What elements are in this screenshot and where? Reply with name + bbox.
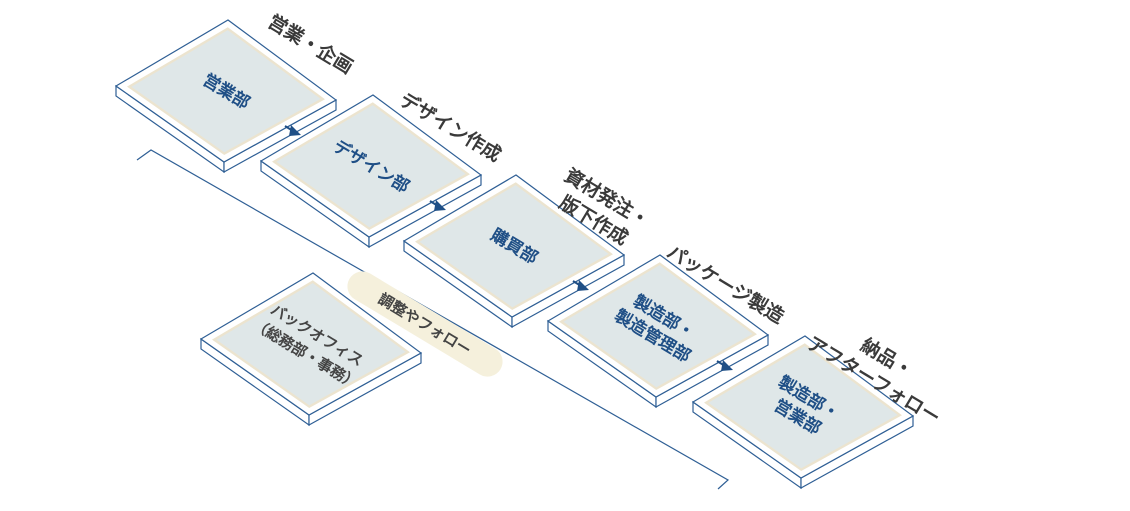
dept-box-purchasing	[402, 174, 626, 329]
box-face	[563, 265, 753, 388]
flow-arrow	[429, 200, 446, 211]
flow-arrow-head	[577, 280, 589, 291]
flow-arrow	[572, 280, 589, 291]
flow-arrow-head	[434, 200, 446, 211]
flow-arrow	[284, 125, 301, 136]
dept-box-design	[259, 94, 483, 249]
box-layer	[114, 19, 915, 490]
box-face	[276, 105, 466, 228]
connector-layer	[136, 149, 730, 490]
back-office-connector	[136, 149, 730, 490]
box-face	[216, 283, 406, 406]
flow-arrow-head	[289, 125, 301, 136]
follow-badge-bg	[347, 271, 503, 377]
box-face	[708, 346, 898, 469]
box-face	[419, 185, 609, 308]
flow-arrow	[716, 360, 733, 371]
dept-box-manufacturing	[546, 254, 770, 409]
back-office-box	[199, 272, 423, 427]
flow-arrow-head	[721, 360, 733, 371]
box-face	[131, 30, 321, 153]
dept-box-delivery	[691, 335, 915, 490]
dept-box-sales	[114, 19, 338, 174]
